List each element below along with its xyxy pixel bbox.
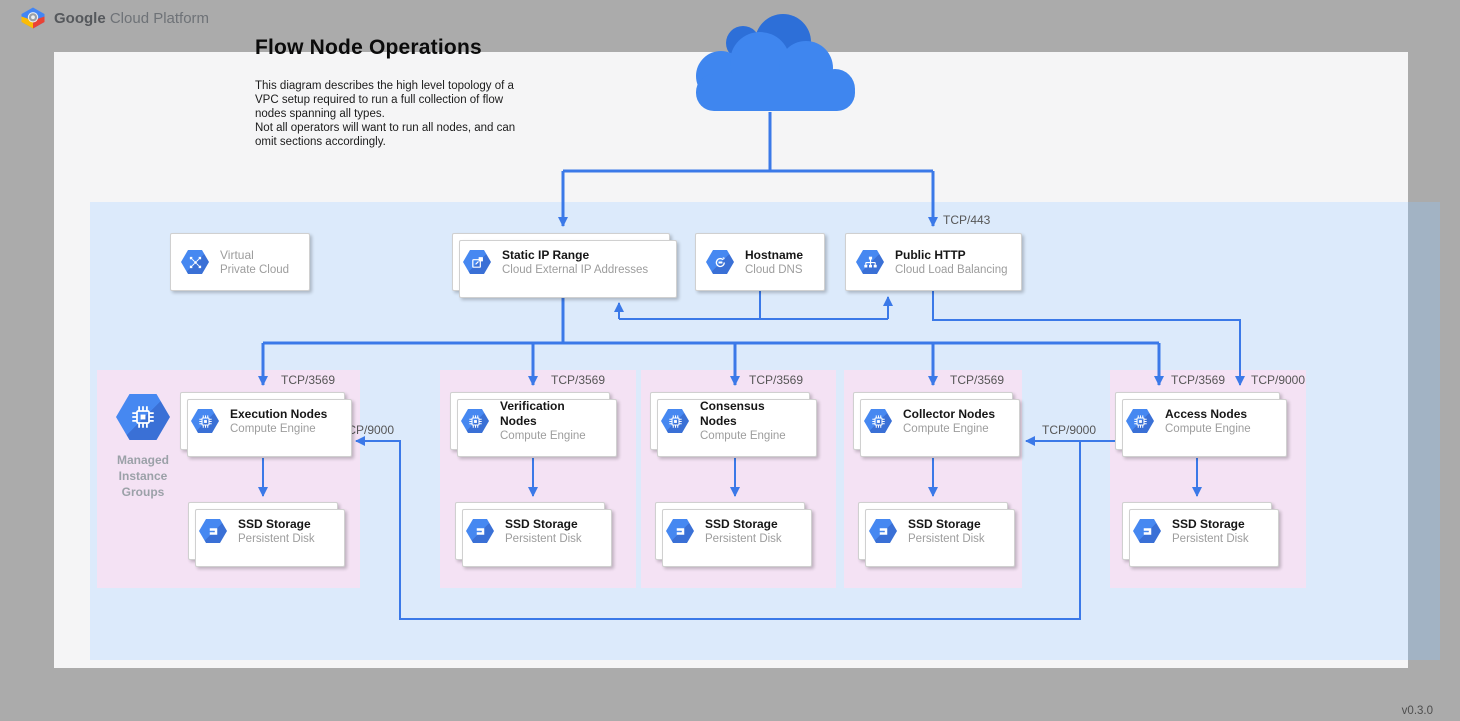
persistent-disk-icon [466,519,494,543]
card-subtitle: Cloud DNS [745,263,803,276]
port-label-tcp3569-collector: TCP/3569 [950,373,1005,387]
card-collector-nodes: Collector Nodes Compute Engine [853,392,1020,457]
card-title: SSD Storage [238,516,311,531]
port-label-tcp3569-verification: TCP/3569 [551,373,606,387]
card-title: Collector Nodes [903,406,996,421]
card-subtitle: Compute Engine [903,422,989,435]
compute-engine-icon [191,409,219,433]
version-label: v0.3.0 [1401,705,1433,717]
card-title: SSD Storage [1172,516,1245,531]
port-label-tcp9000-collector: TCP/9000 [1042,423,1097,437]
compute-engine-icon [461,409,489,433]
card-ssd-consensus: SSD Storage Persistent Disk [655,502,812,567]
card-subtitle: Compute Engine [700,430,786,442]
load-balancer-icon [856,250,884,274]
port-label-tcp3569-execution: TCP/3569 [281,373,336,387]
external-ip-icon [463,250,491,274]
persistent-disk-icon [1133,519,1161,543]
card-title: SSD Storage [705,516,778,531]
card-title: SSD Storage [908,516,981,531]
persistent-disk-icon [199,519,227,543]
card-virtual-private-cloud: Virtual Private Cloud [170,233,310,291]
brand-google: Google [54,9,106,27]
persistent-disk-icon [666,519,694,543]
vpc-region-overflow [1408,202,1440,660]
card-access-nodes: Access Nodes Compute Engine [1115,392,1287,457]
card-ssd-access: SSD Storage Persistent Disk [1122,502,1279,567]
card-subtitle: Persistent Disk [238,532,315,545]
dns-icon [706,250,734,274]
card-title: Hostname [745,247,804,262]
card-consensus-nodes: Consensus Nodes Compute Engine [650,392,817,457]
port-label-tcp9000-access: TCP/9000 [1251,373,1306,387]
compute-engine-icon [1126,409,1154,433]
compute-engine-icon [661,409,689,433]
diagram-description: This diagram describes the high level to… [255,80,516,148]
card-title: Verification Nodes [500,399,565,428]
card-subtitle: Compute Engine [500,430,586,442]
card-title: SSD Storage [505,516,578,531]
brand-cloud-platform: Cloud Platform [109,9,210,27]
card-subtitle: Persistent Disk [908,532,985,545]
vpc-icon [181,250,209,274]
card-title: Consensus Nodes [700,399,765,428]
compute-engine-icon [864,409,892,433]
card-public-http: Public HTTP Cloud Load Balancing [845,233,1022,291]
card-title: Public HTTP [895,247,966,262]
card-subtitle: Compute Engine [230,422,316,435]
card-subtitle: Persistent Disk [505,532,582,545]
card-subtitle: Cloud External IP Addresses [502,263,649,276]
card-ssd-verification: SSD Storage Persistent Disk [455,502,612,567]
gcp-brand: Google Cloud Platform [20,7,209,29]
card-execution-nodes: Execution Nodes Compute Engine [180,392,352,457]
card-subtitle: Compute Engine [1165,422,1251,435]
diagram-title: Flow Node Operations [255,36,482,59]
card-subtitle: Cloud Load Balancing [895,263,1008,276]
card-verification-nodes: Verification Nodes Compute Engine [450,392,617,457]
mig-label: Managed Instance Groups [116,453,169,499]
card-subtitle: Private Cloud [220,263,290,276]
gcp-logo-icon [21,7,45,29]
card-hostname: Hostname Cloud DNS [695,233,825,291]
internet-cloud-icon [696,14,855,111]
persistent-disk-icon [869,519,897,543]
card-static-ip-range: Static IP Range Cloud External IP Addres… [452,233,677,298]
card-title: Virtual [220,247,254,262]
card-title: Static IP Range [502,247,590,262]
card-title: Access Nodes [1165,406,1248,421]
card-subtitle: Persistent Disk [1172,532,1249,545]
card-subtitle: Persistent Disk [705,532,782,545]
port-label-tcp3569-consensus: TCP/3569 [749,373,804,387]
port-label-tcp9000-execution: TCP/9000 [340,423,395,437]
port-label-tcp443: TCP/443 [943,213,991,227]
card-ssd-collector: SSD Storage Persistent Disk [858,502,1015,567]
card-title: Execution Nodes [230,406,328,421]
port-label-tcp3569-access: TCP/3569 [1171,373,1226,387]
card-ssd-execution: SSD Storage Persistent Disk [188,502,345,567]
